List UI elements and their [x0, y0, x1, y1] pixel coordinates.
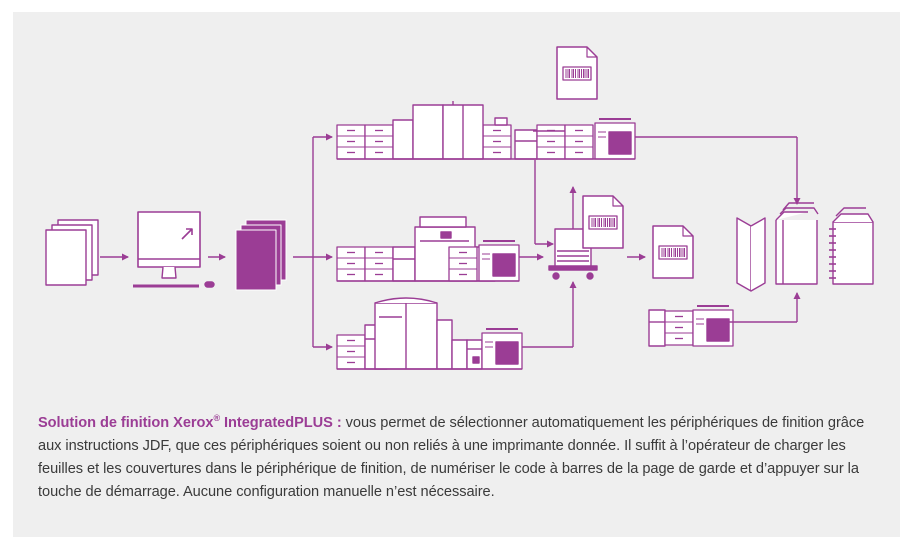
- spiral-bound-book-icon: [829, 207, 874, 285]
- registered-mark: ®: [213, 413, 221, 424]
- caption-lead-text-2: IntegratedPLUS :: [220, 415, 342, 431]
- production-printer-icon: [336, 101, 636, 160]
- open-book-icon: [775, 202, 819, 285]
- barcode-document-icon: [652, 225, 694, 279]
- folded-booklet-icon: [736, 217, 766, 292]
- document-stack-icon: [45, 219, 99, 286]
- filled-document-stack-icon: [235, 219, 287, 291]
- production-printer-icon: [336, 216, 520, 282]
- barcode-document-icon: [582, 195, 624, 249]
- production-printer-icon: [336, 297, 523, 370]
- caption-lead: Solution de finition Xerox® IntegratedPL…: [38, 413, 342, 431]
- caption-lead-text: Solution de finition Xerox: [38, 415, 214, 431]
- diagram-caption: Solution de finition Xerox® IntegratedPL…: [38, 412, 888, 504]
- caption-body: vous permet de sélectionner automatiquem…: [38, 415, 865, 500]
- computer-monitor-icon: [133, 211, 215, 288]
- finishing-device-icon: [648, 305, 734, 347]
- barcode-document-icon: [556, 46, 598, 100]
